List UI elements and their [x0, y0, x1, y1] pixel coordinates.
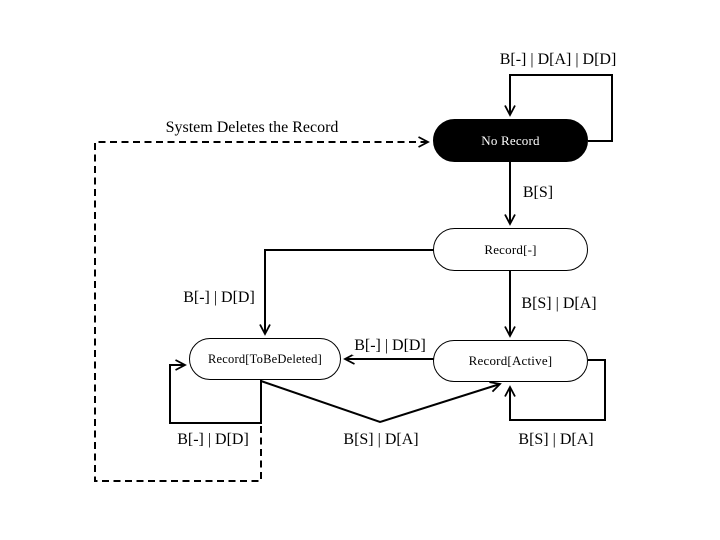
state-record-active: Record[Active] — [433, 340, 588, 382]
edge-system-deletes — [94, 136, 430, 482]
label-active-self-loop: B[S] | D[A] — [516, 431, 596, 449]
label-no-record-self-loop: B[-] | D[A] | D[D] — [497, 51, 619, 69]
state-record-blank: Record[-] — [433, 228, 588, 271]
state-record-blank-label: Record[-] — [484, 241, 537, 257]
edge-tobedeleted-to-active — [260, 380, 502, 424]
state-no-record: No Record — [433, 119, 588, 162]
state-no-record-label: No Record — [481, 132, 540, 148]
label-system-deletes: System Deletes the Record — [163, 119, 341, 137]
label-blank-to-active: B[S] | D[A] — [519, 295, 599, 313]
edge-active-self-loop — [504, 359, 606, 421]
state-record-active-label: Record[Active] — [468, 353, 553, 368]
state-record-tobedeleted-label: Record[ToBeDeleted] — [208, 351, 322, 366]
label-blank-to-tobedeleted: B[-] | D[D] — [181, 289, 257, 307]
state-record-tobedeleted: Record[ToBeDeleted] — [189, 338, 341, 380]
edge-no-record-self-loop — [504, 74, 613, 142]
label-active-to-tobedeleted: B[-] | D[D] — [352, 337, 428, 355]
edge-blank-to-tobedeleted — [259, 249, 434, 336]
label-tobedeleted-to-active: B[S] | D[A] — [341, 431, 421, 449]
label-tobedeleted-self-loop: B[-] | D[D] — [175, 431, 251, 449]
label-no-record-to-blank: B[S] — [520, 184, 556, 202]
